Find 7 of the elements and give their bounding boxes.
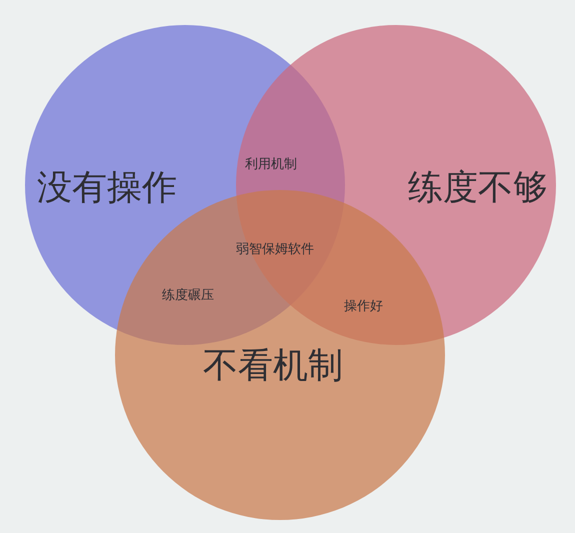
region-label: 弱智保姆软件 xyxy=(236,241,314,258)
set-label: 不看机制 xyxy=(203,345,343,388)
region-label: 操作好 xyxy=(344,298,383,315)
region-label: 练度碾压 xyxy=(162,287,214,304)
set-label: 没有操作 xyxy=(37,167,177,210)
set-label: 练度不够 xyxy=(408,167,548,210)
region-label: 利用机制 xyxy=(245,156,297,173)
